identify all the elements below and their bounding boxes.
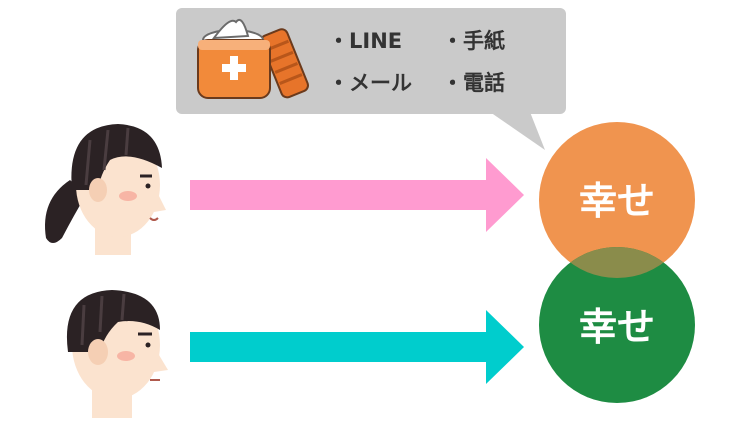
- callout-item-letter: ・手紙: [442, 29, 505, 53]
- callout-item-mail: ・メール: [328, 71, 412, 95]
- bottom-circle-label: 幸せ: [579, 305, 655, 349]
- bottom-circle: [539, 247, 695, 403]
- callout-item-phone: ・電話: [442, 71, 505, 95]
- woman-head-icon: [45, 124, 166, 255]
- pink-arrow: [190, 158, 524, 232]
- top-circle: [539, 122, 695, 278]
- cream-jar-icon: [197, 18, 309, 99]
- happiness-circles: [539, 122, 695, 403]
- cyan-arrow: [190, 310, 524, 384]
- man-head-icon: [66, 290, 168, 418]
- top-circle-label: 幸せ: [579, 179, 655, 223]
- callout-item-line: ・LINE: [328, 29, 402, 53]
